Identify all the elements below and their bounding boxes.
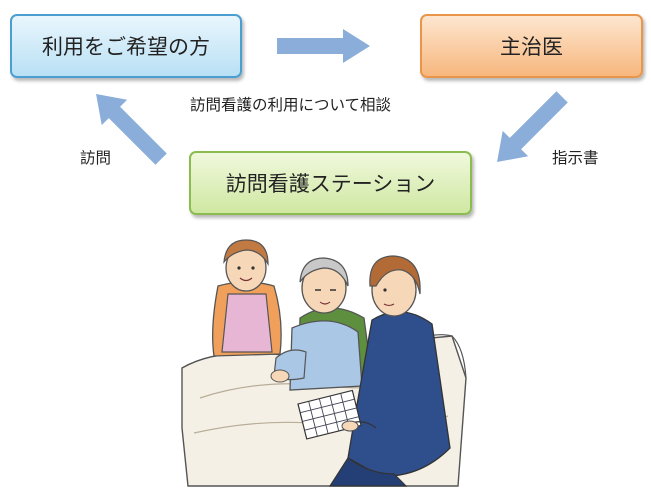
user-box-label: 利用をご希望の方 [42, 35, 210, 59]
consult-label: 訪問看護の利用について相談 [190, 96, 392, 114]
arrow-up-left-icon [96, 94, 167, 165]
arrow-right-icon [277, 29, 370, 63]
visit-label: 訪問 [80, 149, 112, 167]
station-box: 訪問看護ステーション [189, 151, 472, 215]
order-label: 指示書 [552, 149, 599, 167]
doctor-box: 主治医 [420, 14, 643, 78]
nurse-figure [297, 255, 451, 487]
station-box-label: 訪問看護ステーション [225, 172, 436, 196]
family-woman-figure [212, 239, 282, 357]
user-box: 利用をご希望の方 [10, 14, 242, 78]
doctor-box-label: 主治医 [500, 35, 563, 59]
home-nursing-visit-illustration [181, 239, 467, 487]
arrow-down-left-icon [497, 91, 568, 162]
patient-figure [270, 257, 373, 391]
